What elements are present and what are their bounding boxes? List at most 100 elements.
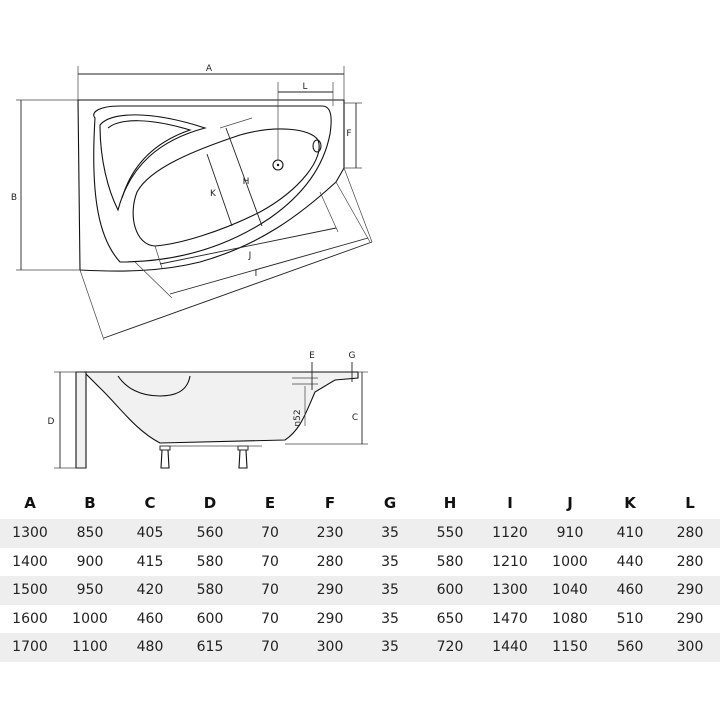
ext-footprint-right bbox=[343, 167, 373, 243]
header-cell: H bbox=[443, 494, 457, 512]
table-cell: 910 bbox=[540, 519, 600, 548]
header-cell: F bbox=[324, 494, 336, 512]
table-cell: 35 bbox=[360, 547, 420, 576]
table-cell: 70 bbox=[240, 633, 300, 662]
table-cell: 580 bbox=[420, 547, 480, 576]
table-cell: 280 bbox=[660, 519, 720, 548]
label-f: F bbox=[346, 129, 351, 139]
table-cell: 35 bbox=[360, 604, 420, 633]
table-cell: 35 bbox=[360, 519, 420, 548]
table-cell: 410 bbox=[600, 519, 660, 548]
table-row: 1700 1100 480 615 70 300 35 720 1440 115… bbox=[0, 633, 720, 662]
dim-k bbox=[206, 153, 233, 227]
table-cell: 70 bbox=[240, 576, 300, 605]
table-cell: 420 bbox=[120, 576, 180, 605]
label-n52: n52 bbox=[293, 409, 303, 426]
label-a: A bbox=[206, 64, 213, 74]
table-cell: 900 bbox=[60, 547, 120, 576]
bathtub-technical-drawing: A L F B H K J I bbox=[11, 64, 373, 469]
table-cell: 1600 bbox=[0, 604, 60, 633]
table-row: 1400 900 415 580 70 280 35 580 1210 1000… bbox=[0, 547, 720, 576]
header-cell: B bbox=[84, 494, 96, 512]
foot-right bbox=[237, 445, 249, 451]
table-cell: 70 bbox=[240, 519, 300, 548]
table-cell: 1500 bbox=[0, 576, 60, 605]
table-cell: 650 bbox=[420, 604, 480, 633]
table-cell: 290 bbox=[300, 604, 360, 633]
table-cell: 1080 bbox=[540, 604, 600, 633]
dimensions-table: A B C D E F G H I J K L 1300 850 405 560… bbox=[0, 487, 720, 662]
label-j: J bbox=[248, 251, 252, 261]
tub-rim-top bbox=[93, 105, 332, 263]
table-cell: 280 bbox=[660, 547, 720, 576]
label-i: I bbox=[255, 269, 258, 279]
dim-j bbox=[159, 227, 337, 265]
table-cell: 460 bbox=[120, 604, 180, 633]
foot-left bbox=[159, 445, 171, 451]
table-cell: 70 bbox=[240, 547, 300, 576]
table-row: 1600 1000 460 600 70 290 35 650 1470 108… bbox=[0, 604, 720, 633]
label-g: G bbox=[349, 351, 356, 361]
table-cell: 300 bbox=[300, 633, 360, 662]
table-cell: 615 bbox=[180, 633, 240, 662]
ext-j-left bbox=[154, 245, 163, 269]
label-e: E bbox=[309, 351, 315, 361]
tub-backrest bbox=[99, 114, 207, 212]
tub-outline-top bbox=[77, 99, 345, 272]
side-view: D C E G n52 bbox=[48, 351, 368, 469]
table-cell: 560 bbox=[180, 519, 240, 548]
ext-i-left bbox=[134, 261, 173, 299]
table-cell: 1000 bbox=[540, 547, 600, 576]
table-cell: 580 bbox=[180, 547, 240, 576]
foot-left-leg bbox=[160, 449, 170, 469]
tub-body-side bbox=[82, 371, 359, 444]
label-k: K bbox=[210, 189, 217, 199]
front-panel bbox=[75, 371, 87, 469]
dim-footprint bbox=[103, 241, 373, 339]
table-cell: 1440 bbox=[480, 633, 540, 662]
table-row: 1300 850 405 560 70 230 35 550 1120 910 … bbox=[0, 519, 720, 548]
header-cell: D bbox=[203, 494, 217, 512]
tub-backrest-inner bbox=[107, 120, 192, 199]
header-cell: E bbox=[264, 494, 276, 512]
table-cell: 600 bbox=[180, 604, 240, 633]
table-cell: 1120 bbox=[480, 519, 540, 548]
dim-h bbox=[225, 127, 263, 227]
top-view: A L F B H K J I bbox=[11, 64, 373, 341]
label-b: B bbox=[11, 193, 17, 203]
table-cell: 600 bbox=[420, 576, 480, 605]
table-cell: 290 bbox=[660, 576, 720, 605]
table-cell: 850 bbox=[60, 519, 120, 548]
table-cell: 1150 bbox=[540, 633, 600, 662]
label-l: L bbox=[302, 82, 307, 92]
ext-h-top bbox=[219, 117, 253, 129]
tub-basin bbox=[132, 128, 320, 247]
tub-inner-side bbox=[117, 375, 191, 397]
table-row: 1500 950 420 580 70 290 35 600 1300 1040… bbox=[0, 576, 720, 605]
table-cell: 1300 bbox=[0, 519, 60, 548]
table-cell: 560 bbox=[600, 633, 660, 662]
table-cell: 480 bbox=[120, 633, 180, 662]
ext-i-right bbox=[335, 181, 371, 243]
table-cell: 35 bbox=[360, 576, 420, 605]
header-cell: A bbox=[24, 494, 36, 512]
table-cell: 230 bbox=[300, 519, 360, 548]
table-cell: 1210 bbox=[480, 547, 540, 576]
table-cell: 550 bbox=[420, 519, 480, 548]
drain-center bbox=[276, 163, 280, 167]
table-cell: 290 bbox=[300, 576, 360, 605]
label-h: H bbox=[243, 177, 250, 187]
header-cell: L bbox=[685, 494, 695, 512]
table-cell: 280 bbox=[300, 547, 360, 576]
header-cell: I bbox=[507, 494, 513, 512]
table-cell: 300 bbox=[660, 633, 720, 662]
table-cell: 1000 bbox=[60, 604, 120, 633]
header-cell: C bbox=[144, 494, 156, 512]
label-c: C bbox=[352, 413, 358, 423]
table-cell: 1100 bbox=[60, 633, 120, 662]
table-cell: 1300 bbox=[480, 576, 540, 605]
label-d: D bbox=[48, 417, 55, 427]
ext-footprint-left bbox=[79, 269, 105, 341]
header-cell: K bbox=[624, 494, 636, 512]
table-cell: 510 bbox=[600, 604, 660, 633]
